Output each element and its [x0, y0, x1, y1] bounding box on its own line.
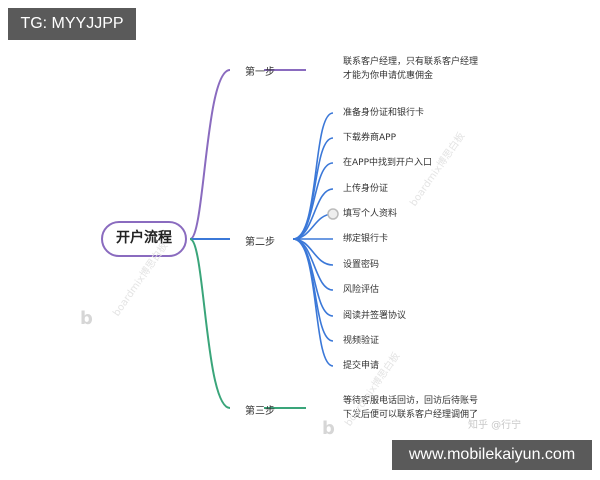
step-2-item[interactable]: 风险评估: [343, 285, 380, 295]
step-2-item[interactable]: 设置密码: [343, 260, 380, 270]
step-2-item[interactable]: 提交申请: [343, 361, 380, 371]
boardmix-logo-icon: b: [80, 308, 93, 329]
step-2-item[interactable]: 阅读并签署协议: [343, 311, 407, 321]
step-1-node[interactable]: 第一步: [245, 67, 275, 78]
telegram-badge: TG: MYYJJPP: [8, 8, 136, 40]
step-2-item[interactable]: 视频验证: [343, 336, 380, 346]
step-1-text-line-1: 联系客户经理，只有联系客户经理: [343, 57, 479, 67]
root-node[interactable]: 开户流程: [101, 221, 187, 257]
step-3-node[interactable]: 第三步: [245, 406, 275, 417]
step-1-text-line-2: 才能为你申请优惠佣金: [343, 71, 434, 81]
step-2-item[interactable]: 在APP中找到开户入口: [343, 158, 433, 168]
step-2-node[interactable]: 第二步: [245, 237, 275, 248]
step-2-item[interactable]: 填写个人资料: [343, 209, 398, 219]
boardmix-logo-icon: b: [322, 418, 335, 439]
step-3-text-line-2: 下发后便可以联系客户经理调佣了: [343, 410, 479, 420]
website-badge: www.mobilekaiyun.com: [392, 440, 592, 470]
step-2-item[interactable]: 下载券商APP: [343, 133, 397, 143]
step-2-item[interactable]: 上传身份证: [343, 184, 389, 194]
zhihu-watermark: 知乎 @行宁: [468, 420, 522, 431]
step-3-text-line-1: 等待客服电话回访，回访后待账号: [343, 396, 479, 406]
step-2-item[interactable]: 绑定银行卡: [343, 234, 389, 244]
step-2-item[interactable]: 准备身份证和银行卡: [343, 108, 425, 118]
